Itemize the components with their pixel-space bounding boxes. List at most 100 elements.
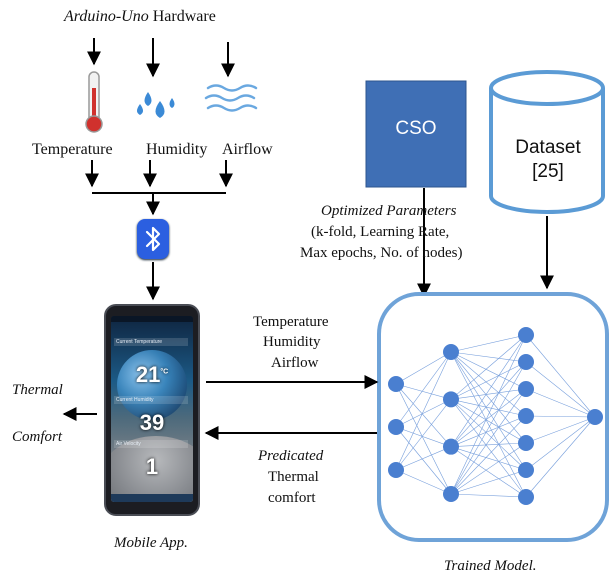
hardware-title: Arduino-Uno Hardware	[64, 8, 216, 25]
network-edge	[450, 334, 527, 495]
phone-value-airflow: 1	[145, 454, 159, 479]
input-label-airflow: Airflow	[271, 355, 319, 371]
optimized-parameters-line1: (k-fold, Learning Rate,	[311, 224, 450, 240]
network-edge	[450, 399, 527, 417]
sensor-label-airflow: Airflow	[222, 141, 273, 158]
network-edge	[525, 416, 596, 498]
network-edge	[525, 334, 596, 418]
network-node	[388, 376, 404, 392]
network-edge	[450, 399, 527, 444]
network-node	[518, 327, 534, 343]
phone-screen: Current Temperature 21°C Current Humidit…	[111, 316, 193, 502]
network-edge	[395, 426, 452, 447]
network-edges	[395, 334, 596, 498]
network-edge	[450, 388, 527, 400]
moon-surface-image	[111, 436, 193, 502]
network-edge	[450, 493, 527, 498]
network-edge	[450, 351, 527, 498]
dataset-label-line2: [25]	[532, 161, 564, 182]
network-edge	[525, 416, 596, 444]
mobile-phone: Current Temperature 21°C Current Humidit…	[104, 304, 200, 516]
sensor-input-arrows	[87, 38, 235, 78]
bluetooth-icon	[137, 219, 169, 259]
dataset-label: Dataset [25]	[493, 136, 603, 184]
network-node	[518, 354, 534, 370]
network-edge	[450, 361, 527, 447]
trained-model-box	[377, 292, 609, 542]
phone-label-humidity: Current Humidity	[114, 396, 188, 404]
hardware-title-rest: Hardware	[148, 8, 216, 25]
network-edge	[525, 388, 596, 418]
network-node	[443, 391, 459, 408]
network-node	[443, 438, 459, 455]
trained-model-caption: Trained Model.	[444, 558, 537, 574]
network-edge	[525, 415, 596, 418]
network-edge	[395, 351, 452, 385]
network-edge	[395, 399, 452, 428]
network-edge	[450, 351, 527, 390]
network-edge	[450, 334, 527, 353]
network-nodes	[388, 327, 603, 505]
dataset-cylinder	[489, 70, 605, 214]
earth-image	[117, 350, 187, 420]
network-edge	[450, 442, 527, 495]
network-edge	[450, 334, 527, 400]
network-edge	[450, 415, 527, 447]
prediction-label-line2: Thermal	[268, 469, 319, 485]
output-label-line2: Comfort	[12, 429, 63, 445]
network-edge	[450, 442, 527, 447]
network-edge	[525, 416, 596, 471]
network-node	[388, 462, 404, 478]
network-edge	[450, 399, 527, 471]
network-edge	[395, 469, 452, 495]
output-label-line1: Thermal	[12, 382, 63, 398]
network-edge	[395, 351, 452, 471]
phone-nav-bar	[111, 494, 193, 502]
network-node	[443, 486, 459, 502]
input-label-temperature: Temperature	[253, 314, 329, 330]
network-edge	[450, 351, 527, 417]
sensor-label-humidity: Humidity	[146, 141, 208, 158]
phone-value-temperature-number: 21	[135, 362, 161, 387]
network-node	[443, 344, 459, 360]
network-edge	[450, 446, 527, 498]
phone-value-humidity: 39	[139, 410, 165, 435]
phone-value-temperature-unit: °C	[160, 368, 169, 376]
network-edge	[450, 351, 527, 444]
cso-box	[365, 80, 467, 188]
mobile-app-caption: Mobile App.	[114, 535, 188, 551]
input-label-humidity: Humidity	[263, 334, 321, 350]
network-edge	[450, 334, 527, 447]
network-node	[518, 408, 534, 424]
network-node	[518, 462, 534, 478]
prediction-label-line3: comfort	[268, 490, 316, 506]
network-edge	[395, 399, 452, 471]
network-node	[518, 489, 534, 505]
phone-label-airflow: Air Velocity	[114, 440, 188, 448]
network-edge	[450, 351, 527, 363]
network-edge	[395, 383, 452, 400]
hardware-title-italic: Arduino-Uno	[64, 8, 149, 25]
network-edge	[395, 446, 452, 471]
dataset-label-line1: Dataset	[515, 137, 581, 158]
optimized-parameters-title: Optimized Parameters	[321, 203, 457, 219]
prediction-label-line1: Predicated	[258, 448, 324, 464]
network-edge	[450, 446, 527, 471]
humidity-icon	[137, 92, 175, 118]
network-edge	[395, 426, 452, 495]
network-edge	[450, 351, 527, 471]
network-node	[587, 409, 603, 425]
cso-label: CSO	[395, 118, 437, 139]
airflow-icon	[204, 84, 258, 112]
phone-status-bar	[111, 316, 193, 322]
network-edge	[395, 351, 452, 428]
network-edge	[450, 469, 527, 495]
network-edge	[395, 383, 452, 447]
phone-label-temperature: Current Temperature	[114, 338, 188, 346]
phone-value-temperature: 21°C	[111, 362, 193, 388]
network-node	[518, 435, 534, 451]
network-edge	[395, 383, 452, 495]
network-edge	[450, 415, 527, 495]
network-edge	[450, 361, 527, 495]
